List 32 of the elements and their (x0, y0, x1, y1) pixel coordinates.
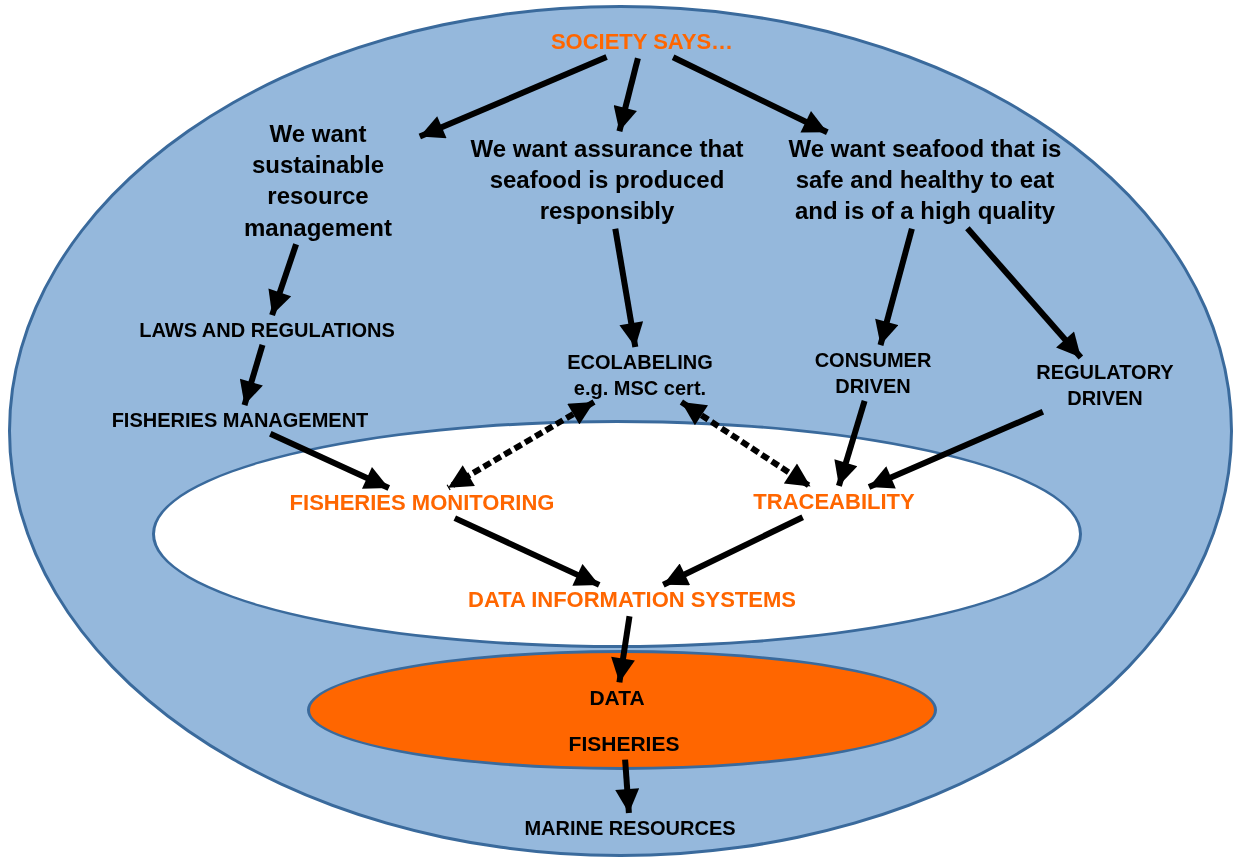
arrow (613, 57, 641, 133)
text-label: DATA INFORMATION SYSTEMS (468, 585, 796, 615)
arrow (615, 759, 640, 814)
text-label: MARINE RESOURCES (524, 815, 736, 841)
text-label: ECOLABELING (567, 350, 713, 375)
arrow (268, 243, 299, 317)
arrow (965, 226, 1084, 360)
arrow (453, 515, 601, 588)
text-label: SOCIETY SAYS… (550, 27, 734, 57)
text-label: FISHERIES MANAGEMENT (111, 407, 369, 433)
text-label: e.g. MSC cert. (572, 376, 708, 401)
text-label: REGULATORY DRIVEN (1010, 359, 1200, 411)
text-label: LAWS AND REGULATIONS (139, 317, 395, 343)
arrow (612, 228, 644, 348)
text-label: We want assurance that seafood is produced responsibly (462, 133, 752, 227)
text-label: We want seafood that is safe and healthy to eat and is of a high quality (780, 133, 1070, 227)
arrow (446, 399, 596, 491)
text-label: DATA (589, 684, 645, 712)
text-label: TRACEABILITY (753, 487, 915, 517)
arrow (662, 514, 804, 588)
arrow (875, 227, 915, 346)
arrow (239, 344, 266, 406)
text-label: We want sustainable resource management (218, 117, 418, 243)
arrow (834, 400, 868, 487)
arrow (867, 409, 1045, 490)
arrow (418, 54, 608, 140)
arrow (679, 399, 813, 490)
arrow (671, 54, 829, 135)
text-label: FISHERIES MONITORING (289, 488, 555, 518)
text-label: CONSUMER DRIVEN (788, 347, 958, 399)
text-label: FISHERIES (568, 730, 680, 758)
arrow (269, 431, 391, 491)
